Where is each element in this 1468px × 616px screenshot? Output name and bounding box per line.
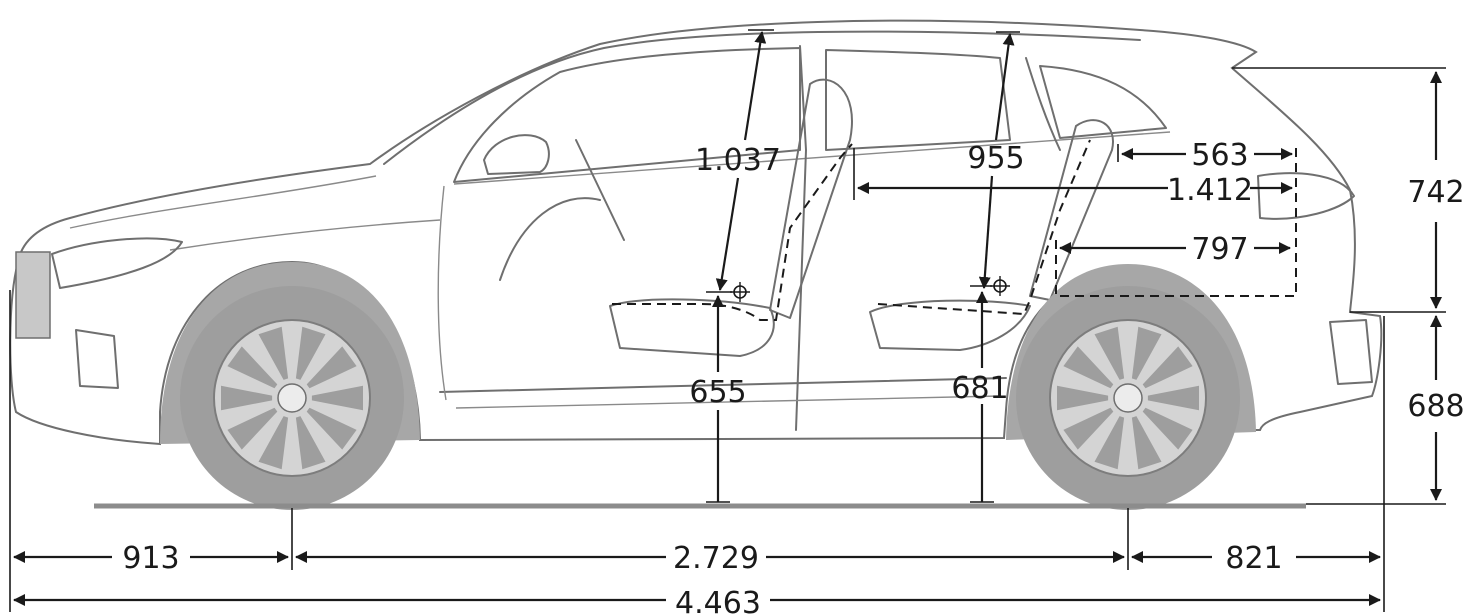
- rear-bumper-detail: [1329, 319, 1373, 385]
- front-seat-dashed-profile: [612, 143, 853, 321]
- sill-height-label: 688: [1407, 389, 1464, 424]
- wheelbase-label: 2.729: [673, 541, 759, 576]
- rear-window: [825, 49, 1011, 151]
- tailgate-height-label: 742: [1407, 175, 1464, 210]
- interior-length-label: 1.412: [1167, 173, 1253, 208]
- body-outline: [9, 19, 1383, 446]
- front-rim-spokes: [221, 326, 363, 470]
- rim-spoke: [1094, 416, 1125, 470]
- tail-light: [1257, 172, 1355, 220]
- front-seat-reference-point: [706, 282, 750, 302]
- quarter-window: [1039, 65, 1167, 139]
- front-hub: [277, 383, 307, 413]
- front-overhang-label: 913: [122, 541, 179, 576]
- rim-spoke: [306, 407, 357, 450]
- front-window: [453, 47, 801, 183]
- rear-overhang-top-label: 563: [1191, 138, 1248, 173]
- rear-overhang-label: 821: [1225, 541, 1282, 576]
- rear-hub: [1113, 383, 1143, 413]
- rear-seat-cushion: [869, 299, 1031, 351]
- rear-headroom-arrow-bottom: [978, 175, 994, 289]
- rear-headroom-label: 955: [967, 141, 1024, 176]
- car-side-silhouette: [9, 19, 1383, 446]
- rim-spoke: [258, 416, 289, 470]
- overall-length-label: 4.463: [675, 586, 761, 616]
- rim-spoke: [306, 346, 357, 389]
- rim-spoke: [227, 407, 278, 450]
- rear-seat-height-label: 681: [951, 371, 1008, 406]
- side-mirror: [483, 134, 550, 175]
- rear-wheel: [1006, 264, 1256, 510]
- rim-spoke: [1131, 416, 1162, 470]
- rim-spoke: [295, 326, 326, 380]
- hood-line: [69, 175, 377, 229]
- front-seat-back: [769, 78, 853, 319]
- rim-spoke: [221, 385, 273, 411]
- rim-spoke: [1147, 385, 1199, 411]
- rear-headroom-arrow-top: [994, 33, 1015, 141]
- rim-spoke: [1063, 407, 1114, 450]
- rim-spoke: [1142, 407, 1193, 450]
- headlight: [51, 237, 183, 289]
- side-sill: [439, 377, 1007, 393]
- rim-spoke: [311, 385, 363, 411]
- rim-spoke: [1131, 326, 1162, 380]
- front-headroom-label: 1.037: [695, 143, 781, 178]
- rim-spoke: [1063, 346, 1114, 389]
- front-fender-line: [169, 219, 441, 251]
- door-line-front: [437, 185, 447, 401]
- rim-spoke: [1094, 326, 1125, 380]
- b-pillar: [795, 45, 807, 431]
- front-headroom-arrow-top: [743, 31, 767, 141]
- side-sill-lower: [455, 395, 1001, 409]
- rim-spoke: [295, 416, 326, 470]
- belt-line: [453, 131, 1171, 185]
- front-seat-height-label: 655: [689, 375, 746, 410]
- front-wheel: [160, 262, 420, 510]
- front-headroom-arrow-bottom: [715, 177, 740, 291]
- rim-spoke: [227, 346, 278, 389]
- rim-spoke: [258, 326, 289, 380]
- front-air-intake: [75, 329, 119, 389]
- rim-spoke: [1057, 385, 1109, 411]
- grille: [15, 251, 51, 339]
- c-pillar: [1025, 57, 1061, 151]
- rear-seat-reference-point: [970, 276, 1010, 296]
- window-frame: [383, 30, 1141, 165]
- cargo-length-label: 797: [1191, 232, 1248, 267]
- rear-seat-dashed-profile: [877, 139, 1091, 316]
- steering-wheel: [499, 139, 625, 281]
- rear-rim-spokes: [1057, 326, 1199, 470]
- rim-spoke: [1142, 346, 1193, 389]
